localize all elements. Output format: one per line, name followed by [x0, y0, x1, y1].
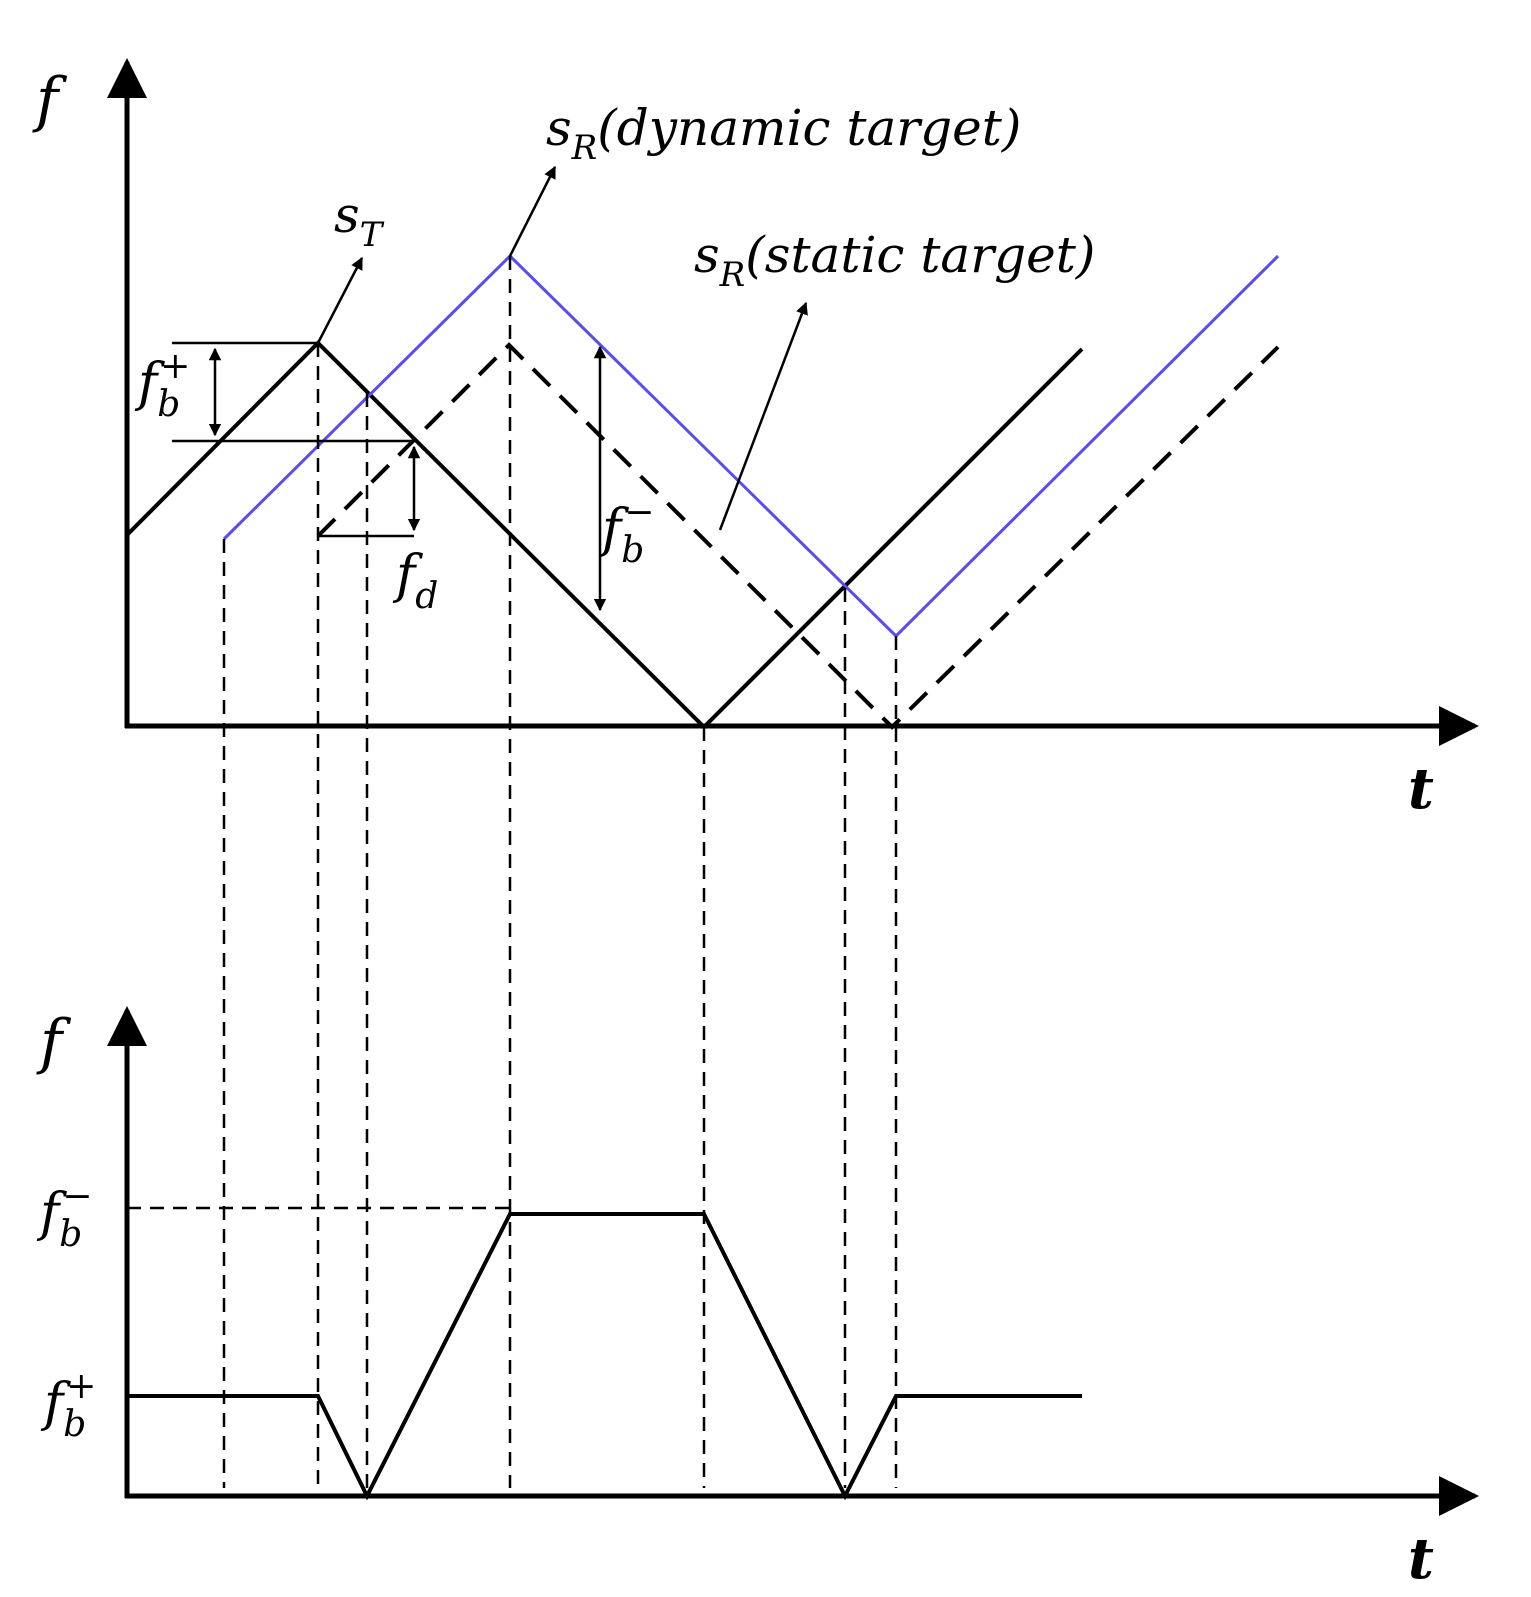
dynamic-pointer-arrow: [508, 165, 557, 257]
bottom-x-axis-label: t: [1408, 1526, 1434, 1592]
fb-plus-label: fb+: [134, 346, 190, 425]
beat-frequency-line: [127, 1212, 1082, 1501]
bottom-fb-plus-tick-label: fb+: [40, 1366, 96, 1445]
dynamic-target-label: sR(dynamic target): [546, 99, 1021, 168]
bottom-panel: f t fb− fb+: [36, 1006, 1479, 1592]
bottom-fb-minus-tick-label: fb−: [36, 1176, 92, 1255]
static-target-label: sR(static target): [694, 226, 1095, 295]
top-panel: f t sT sR(dynamic target) sR(static targ…: [32, 58, 1479, 822]
fb-minus-label: fb−: [598, 492, 654, 571]
transmit-pointer-arrow: [316, 256, 364, 344]
projection-lines: [222, 256, 898, 1488]
top-y-axis-label: f: [32, 65, 68, 135]
static-pointer-arrow: [718, 301, 808, 531]
bottom-y-axis-label: f: [36, 1007, 72, 1077]
top-x-axis-label: t: [1408, 756, 1434, 822]
fd-label: fd: [392, 545, 438, 617]
static-target-echo-line: [316, 342, 1280, 730]
transmit-signal-label: sT: [334, 186, 385, 255]
